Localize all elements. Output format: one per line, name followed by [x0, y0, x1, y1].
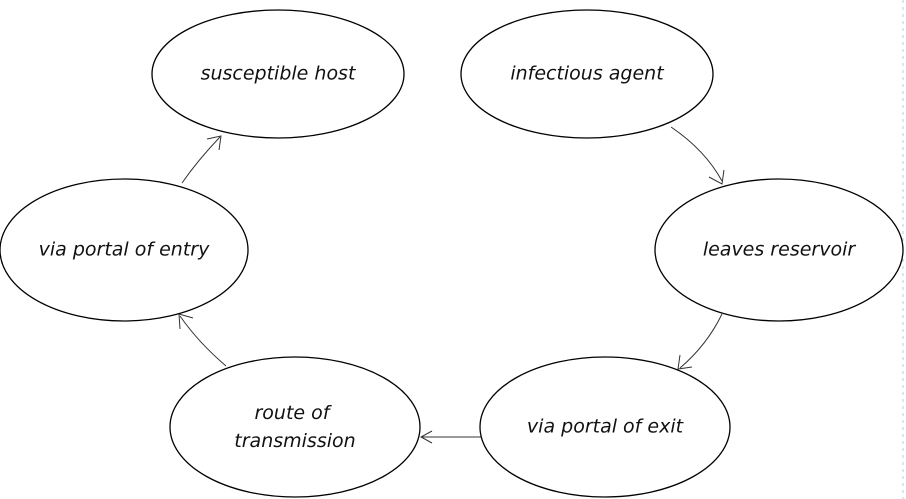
node-leaves-reservoir: leaves reservoir: [654, 178, 904, 322]
node-label: via portal of entry: [39, 239, 210, 261]
arrowhead-icon: [677, 354, 693, 370]
arrowhead-icon: [708, 169, 725, 185]
node-infectious-agent: infectious agent: [460, 9, 714, 139]
edge-portal-of-entry-to-susceptible-host: [181, 135, 222, 184]
node-via-portal-of-entry: via portal of entry: [0, 178, 249, 322]
arrowhead-icon: [178, 313, 194, 330]
edge-infectious-agent-to-leaves-reservoir: [670, 126, 725, 185]
node-label: infectious agent: [510, 63, 665, 85]
node-label-line: route of: [254, 402, 332, 424]
node-susceptible-host: susceptible host: [151, 9, 405, 139]
edge-portal-of-exit-to-route-of-transmission: [419, 430, 481, 444]
node-route-of-transmission: route of transmission: [169, 356, 421, 498]
node-label: leaves reservoir: [703, 239, 857, 261]
node-via-portal-of-exit: via portal of exit: [479, 356, 731, 498]
edge-leaves-reservoir-to-portal-of-exit: [677, 313, 723, 370]
node-label: route of transmission: [234, 402, 355, 452]
edge-route-of-transmission-to-portal-of-entry: [178, 313, 227, 367]
arrowhead-icon: [419, 430, 433, 444]
arrowhead-icon: [206, 135, 222, 151]
node-label: susceptible host: [201, 63, 357, 85]
node-label-line: transmission: [234, 430, 355, 452]
node-label: via portal of exit: [527, 416, 685, 438]
